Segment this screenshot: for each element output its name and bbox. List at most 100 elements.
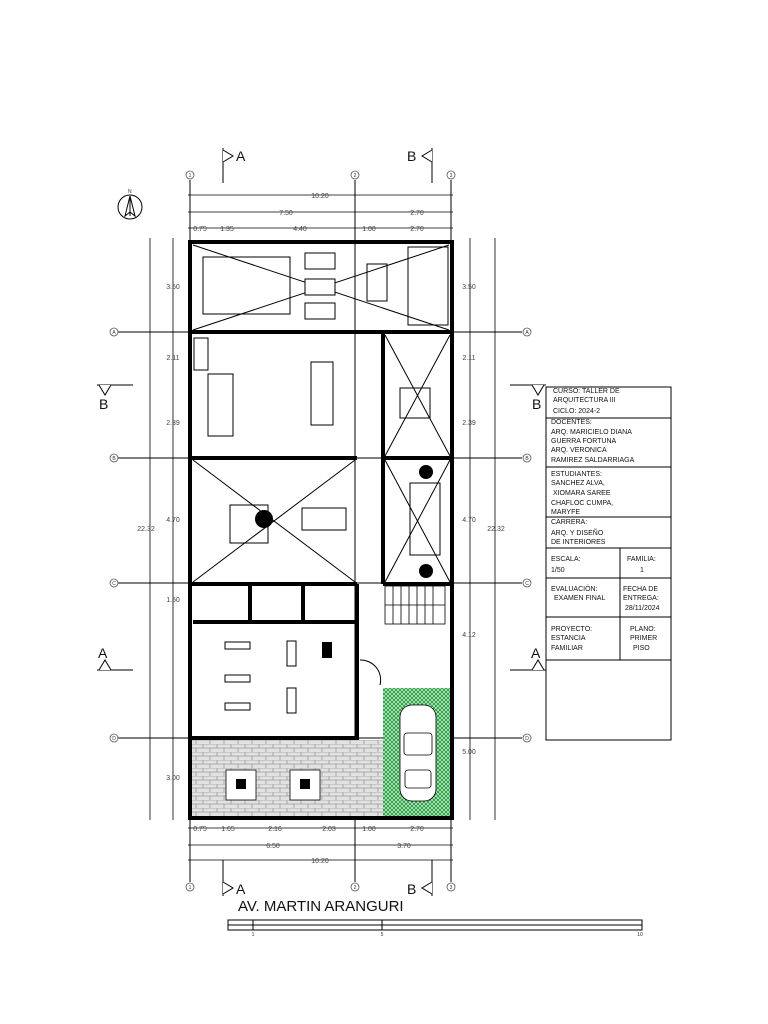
front-paving: [192, 740, 383, 817]
title-block-text: CURSO: TALLER DE ARQUITECTURA III CICLO:…: [551, 388, 660, 652]
svg-text:3: 3: [450, 173, 453, 179]
svg-text:1: 1: [189, 173, 192, 179]
svg-text:7.50: 7.50: [279, 210, 293, 217]
car-icon: [399, 704, 437, 802]
svg-text:CURSO: TALLER DE: CURSO: TALLER DE: [553, 388, 620, 395]
svg-text:0.75: 0.75: [193, 826, 207, 833]
svg-text:DOCENTES:: DOCENTES:: [551, 419, 592, 426]
svg-text:ARQ. VERONICA: ARQ. VERONICA: [551, 447, 607, 454]
svg-text:ESTUDIANTES:: ESTUDIANTES:: [551, 471, 602, 478]
svg-text:10.20: 10.20: [311, 858, 329, 865]
svg-text:2.70: 2.70: [410, 826, 424, 833]
svg-text:EVALUACIÓN:: EVALUACIÓN:: [551, 584, 598, 593]
svg-text:6.50: 6.50: [266, 843, 280, 850]
svg-text:1.00: 1.00: [362, 226, 376, 233]
svg-text:C: C: [525, 581, 529, 587]
svg-text:D: D: [525, 736, 529, 742]
dimensions-bottom: 0.75 1.65 2.16 2.03 1.00 2.70 6.50 3.70 …: [193, 826, 424, 865]
svg-text:ENTREGA:: ENTREGA:: [623, 595, 659, 602]
svg-text:EXAMEN FINAL: EXAMEN FINAL: [554, 595, 605, 602]
street-name: AV. MARTIN ARANGURI: [238, 898, 404, 915]
north-arrow-icon: N: [117, 189, 143, 220]
svg-text:2: 2: [354, 885, 357, 891]
grid-bubbles: [109, 170, 532, 892]
title-block: [545, 386, 672, 741]
svg-text:CHAFLOC CUMPA,: CHAFLOC CUMPA,: [551, 500, 613, 507]
grid-bubble-labels: 1 2 3 1 2 3 A B C D A B C D: [112, 173, 529, 891]
svg-text:ARQUITECTURA III: ARQUITECTURA III: [553, 397, 616, 404]
svg-text:B: B: [407, 881, 416, 897]
svg-text:D: D: [112, 736, 116, 742]
svg-text:PROYECTO:: PROYECTO:: [551, 626, 592, 633]
svg-text:PISO: PISO: [633, 645, 650, 652]
svg-text:2.39: 2.39: [166, 420, 180, 427]
svg-text:4.70: 4.70: [166, 517, 180, 524]
svg-text:A: A: [236, 148, 246, 164]
svg-text:ARQ. MARICIELO DIANA: ARQ. MARICIELO DIANA: [551, 429, 632, 436]
svg-text:ESTANCIA: ESTANCIA: [551, 635, 586, 642]
door-swing: [359, 659, 382, 686]
section-labels: A B A B B A B A: [98, 148, 541, 897]
svg-text:B: B: [525, 456, 529, 462]
svg-text:B: B: [407, 148, 416, 164]
svg-text:CARRERA:: CARRERA:: [551, 519, 587, 526]
svg-text:22.32: 22.32: [137, 526, 155, 533]
dimensions-right: 3.50 2.11 2.39 4.70 4.12 5.00 22.32: [462, 284, 505, 756]
svg-text:FAMILIA:: FAMILIA:: [627, 556, 656, 563]
svg-text:10.20: 10.20: [311, 193, 329, 200]
svg-text:PLANO:: PLANO:: [630, 626, 656, 633]
svg-text:2.11: 2.11: [166, 355, 179, 362]
svg-text:FAMILIAR: FAMILIAR: [551, 645, 583, 652]
svg-text:1.50: 1.50: [166, 597, 180, 604]
svg-text:2.03: 2.03: [322, 826, 336, 833]
svg-text:10: 10: [637, 932, 643, 938]
svg-text:B: B: [532, 396, 541, 412]
stairs: [384, 585, 446, 625]
svg-text:MARYFE: MARYFE: [551, 509, 580, 516]
svg-text:A: A: [112, 330, 116, 336]
furniture: [193, 246, 449, 714]
svg-text:4.40: 4.40: [293, 226, 307, 233]
scale-bar: [227, 919, 643, 931]
svg-text:3.00: 3.00: [166, 775, 180, 782]
svg-text:3.50: 3.50: [166, 284, 180, 291]
svg-text:A: A: [525, 330, 529, 336]
section-markers: [97, 148, 546, 896]
svg-text:PRIMER: PRIMER: [630, 635, 657, 642]
dimension-lines: [149, 194, 496, 861]
svg-text:22.32: 22.32: [487, 526, 505, 533]
scale-bar-labels: 1 5 10: [252, 932, 643, 938]
svg-text:1: 1: [252, 932, 255, 938]
svg-text:5: 5: [381, 932, 384, 938]
svg-text:FECHA DE: FECHA DE: [623, 586, 658, 593]
svg-text:28/11/2024: 28/11/2024: [625, 605, 660, 612]
svg-text:2.11: 2.11: [462, 355, 475, 362]
svg-text:4.70: 4.70: [462, 517, 476, 524]
svg-text:A: A: [236, 881, 246, 897]
svg-text:2.16: 2.16: [268, 826, 282, 833]
svg-text:1: 1: [189, 885, 192, 891]
dimensions-left: 3.50 2.11 2.39 4.70 1.50 3.00 22.32: [137, 284, 180, 782]
svg-text:5.00: 5.00: [462, 749, 476, 756]
dimensions-top: 10.20 7.50 2.70 0.75 1.35 4.40 1.00 2.70: [193, 193, 424, 233]
svg-text:3.50: 3.50: [462, 284, 476, 291]
svg-text:RAMIREZ SALDARRIAGA: RAMIREZ SALDARRIAGA: [551, 457, 635, 464]
svg-text:1/50: 1/50: [551, 567, 565, 574]
planter-boxes: [225, 769, 321, 801]
svg-text:3.70: 3.70: [397, 843, 411, 850]
svg-text:B: B: [112, 456, 116, 462]
svg-text:C: C: [112, 581, 116, 587]
svg-text:XIOMARA SAREE: XIOMARA SAREE: [551, 490, 611, 497]
svg-text:2.39: 2.39: [462, 420, 476, 427]
svg-text:1.35: 1.35: [220, 226, 234, 233]
svg-text:B: B: [99, 396, 108, 412]
svg-text:4.12: 4.12: [462, 632, 476, 639]
svg-text:3: 3: [450, 885, 453, 891]
svg-text:0.75: 0.75: [193, 226, 207, 233]
walls: [188, 240, 454, 820]
svg-text:ESCALA:: ESCALA:: [551, 556, 581, 563]
svg-text:DE INTERIORES: DE INTERIORES: [551, 539, 606, 546]
svg-text:CICLO: 2024-2: CICLO: 2024-2: [553, 408, 600, 415]
svg-text:1: 1: [640, 567, 644, 574]
